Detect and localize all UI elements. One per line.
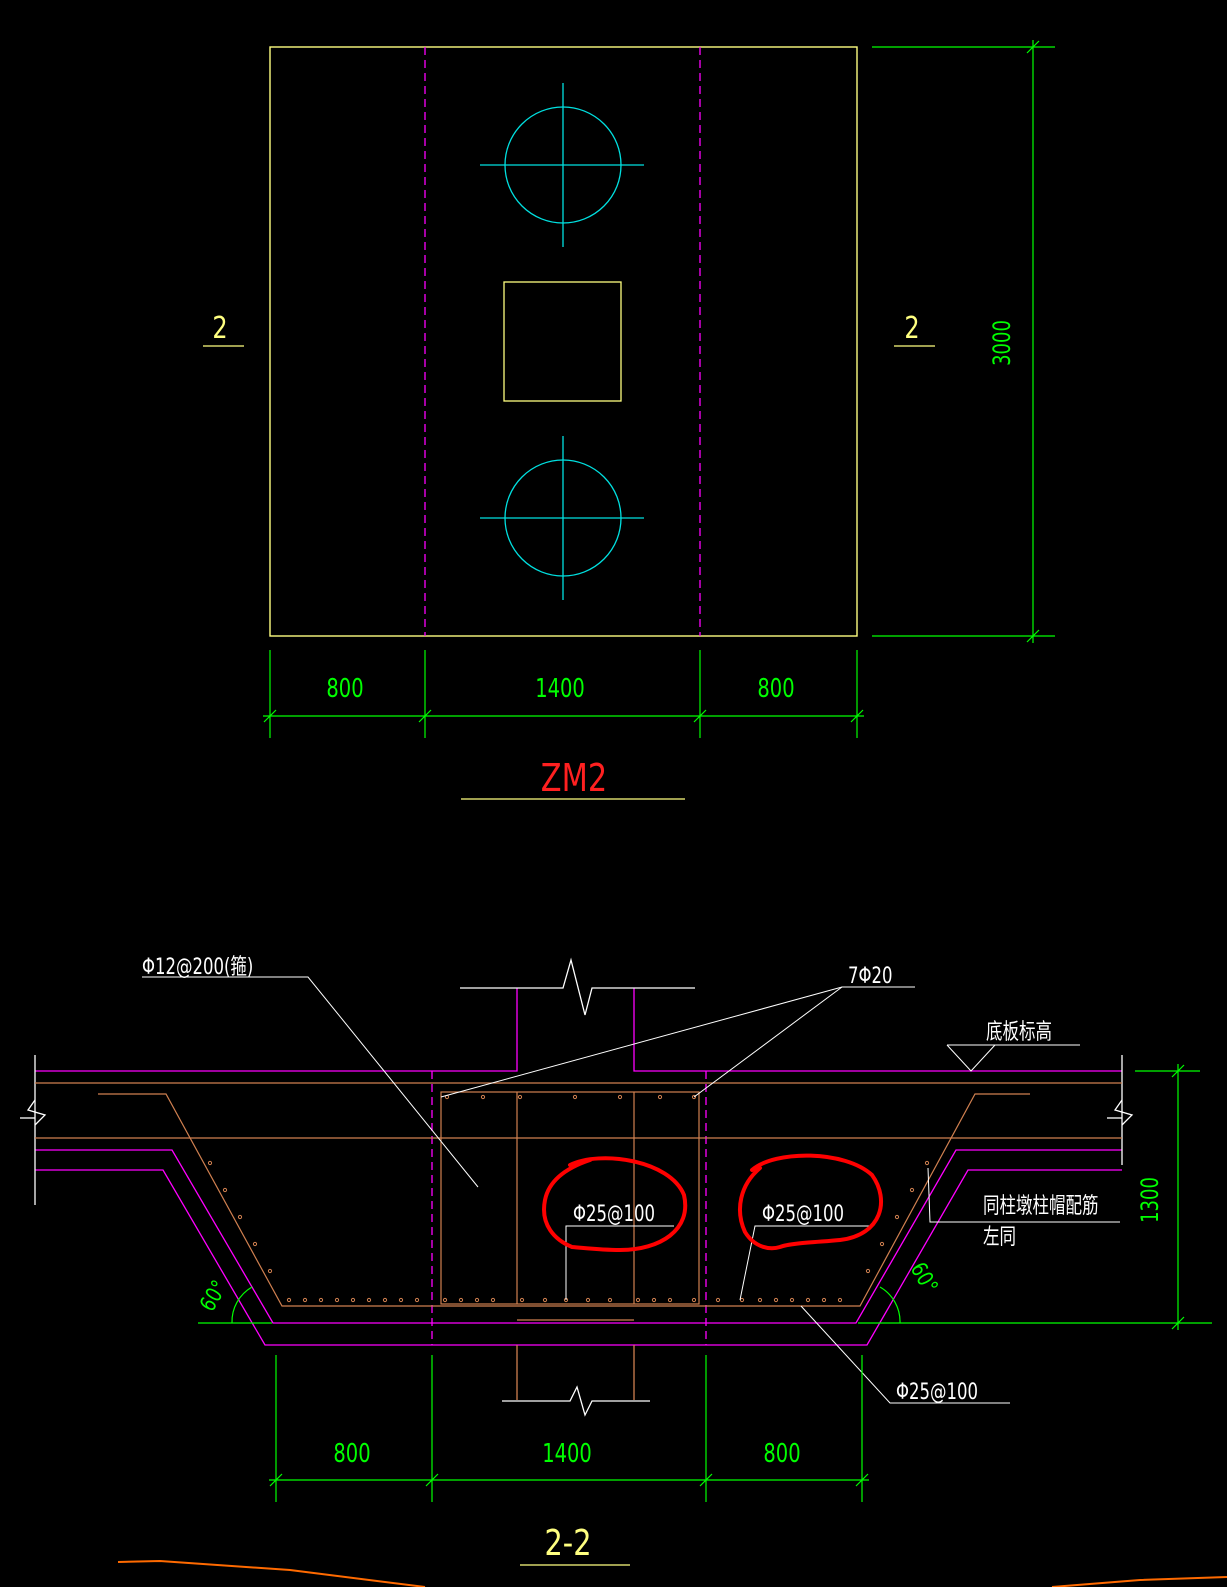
pile-cap-outline bbox=[269, 46, 858, 637]
dim-height-1300 bbox=[1135, 1064, 1200, 1330]
dim-section-right: 800 bbox=[763, 1439, 800, 1468]
dim-height-3000-label: 3000 bbox=[989, 320, 1017, 366]
angle-left bbox=[198, 1286, 272, 1324]
pile-top bbox=[480, 83, 644, 247]
angle-right-label: 60° bbox=[905, 1258, 943, 1298]
label-top-bars: 7Φ20 bbox=[848, 963, 892, 989]
column-square bbox=[503, 281, 622, 402]
section-mark-left: 2 bbox=[203, 311, 244, 347]
dim-plan-right: 800 bbox=[757, 674, 794, 703]
section-title: 2-2 bbox=[544, 1522, 591, 1564]
label-bar-right: Φ25@100 bbox=[762, 1201, 844, 1227]
rebar-dots bbox=[207, 1094, 930, 1303]
highlight-annotations bbox=[542, 1153, 883, 1253]
label-elevation: 底板标高 bbox=[986, 1019, 1052, 1045]
dim-height-1300-label: 1300 bbox=[1137, 1177, 1165, 1223]
slab-break-left bbox=[20, 1055, 47, 1205]
wall-break-top bbox=[460, 957, 695, 1016]
label-same-line2: 左同 bbox=[983, 1224, 1016, 1250]
dim-plan-horizontal bbox=[263, 650, 864, 738]
plan-title: ZM2 bbox=[541, 757, 607, 801]
section-view: Φ12@200(箍) 7Φ20 底板标高 Φ25@100 Φ25@100 同柱墩… bbox=[20, 954, 1212, 1566]
concrete-outline bbox=[35, 988, 1122, 1346]
highlight-circle-right bbox=[738, 1153, 883, 1251]
leader-lines bbox=[142, 976, 1120, 1404]
svg-text:2: 2 bbox=[212, 311, 227, 345]
pile-bottom bbox=[480, 436, 644, 600]
angle-right bbox=[858, 1286, 1212, 1324]
dim-plan-left: 800 bbox=[326, 674, 363, 703]
svg-text:2: 2 bbox=[904, 311, 919, 345]
dim-section-mid: 1400 bbox=[542, 1439, 592, 1468]
highlight-circle-mid bbox=[542, 1156, 688, 1253]
label-bottom-bar: Φ25@100 bbox=[896, 1379, 978, 1405]
rebar-lines bbox=[35, 1082, 1122, 1307]
bottom-edge-line bbox=[117, 1559, 1227, 1587]
section-mark-right: 2 bbox=[894, 311, 935, 347]
column-below bbox=[502, 1319, 650, 1417]
angle-left-label: 60° bbox=[195, 1276, 233, 1316]
dim-plan-mid: 1400 bbox=[535, 674, 585, 703]
dim-section-horizontal bbox=[269, 1355, 869, 1502]
dim-section-left: 800 bbox=[333, 1439, 370, 1468]
label-stirrup: Φ12@200(箍) bbox=[142, 954, 253, 980]
dim-height-3000 bbox=[872, 40, 1055, 643]
label-same-line1: 同柱墩柱帽配筋 bbox=[983, 1193, 1098, 1219]
label-bar-mid: Φ25@100 bbox=[573, 1201, 655, 1227]
plan-view: 2 2 3000 800 1400 800 bbox=[203, 40, 1055, 801]
slab-break-right bbox=[1107, 1055, 1134, 1165]
